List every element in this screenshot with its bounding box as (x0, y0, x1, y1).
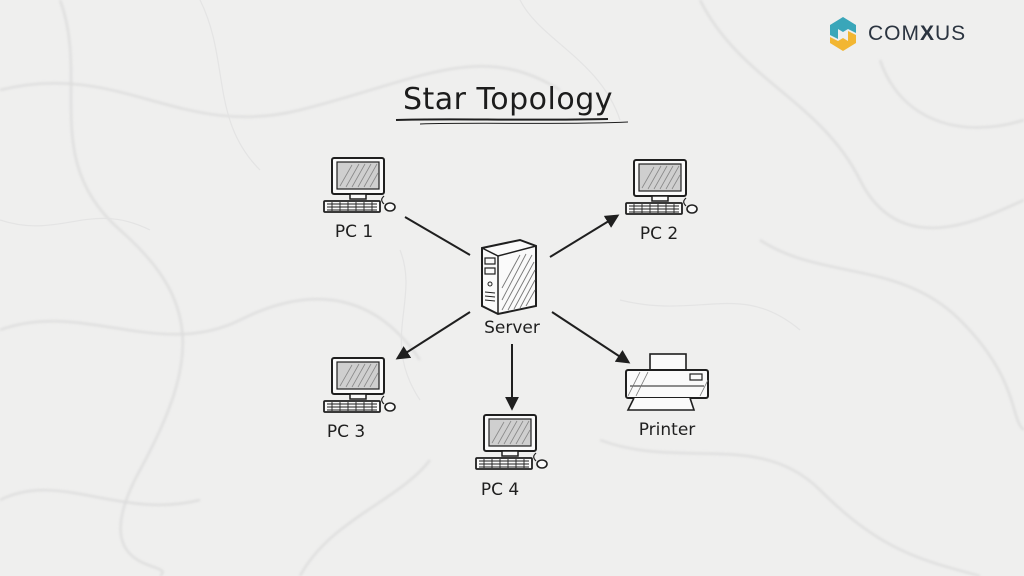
link-pc3 (395, 311, 471, 360)
node-label-pc3: PC 3 (326, 422, 366, 442)
title-underline (395, 118, 629, 125)
connections (395, 214, 631, 411)
computer-icon (625, 159, 698, 215)
computer-icon (323, 157, 396, 213)
diagram-title: Star Topology (402, 82, 614, 117)
hub-label-server: Server (484, 318, 540, 338)
brand-logo: COMXUS (826, 14, 966, 54)
node-label-pc2: PC 2 (639, 224, 679, 244)
node-label-pc1: PC 1 (334, 222, 374, 242)
printer-icon (625, 353, 709, 411)
computer-icon (323, 357, 396, 413)
link-printer (551, 311, 631, 364)
comxus-logo-icon (830, 17, 856, 51)
node-label-printer: Printer (638, 420, 696, 440)
link-pc1 (404, 216, 471, 256)
node-label-pc4: PC 4 (480, 480, 520, 500)
brand-name: COMXUS (868, 22, 967, 45)
server-tower-icon (481, 238, 537, 316)
link-pc2 (549, 214, 620, 258)
computer-icon (475, 414, 548, 470)
